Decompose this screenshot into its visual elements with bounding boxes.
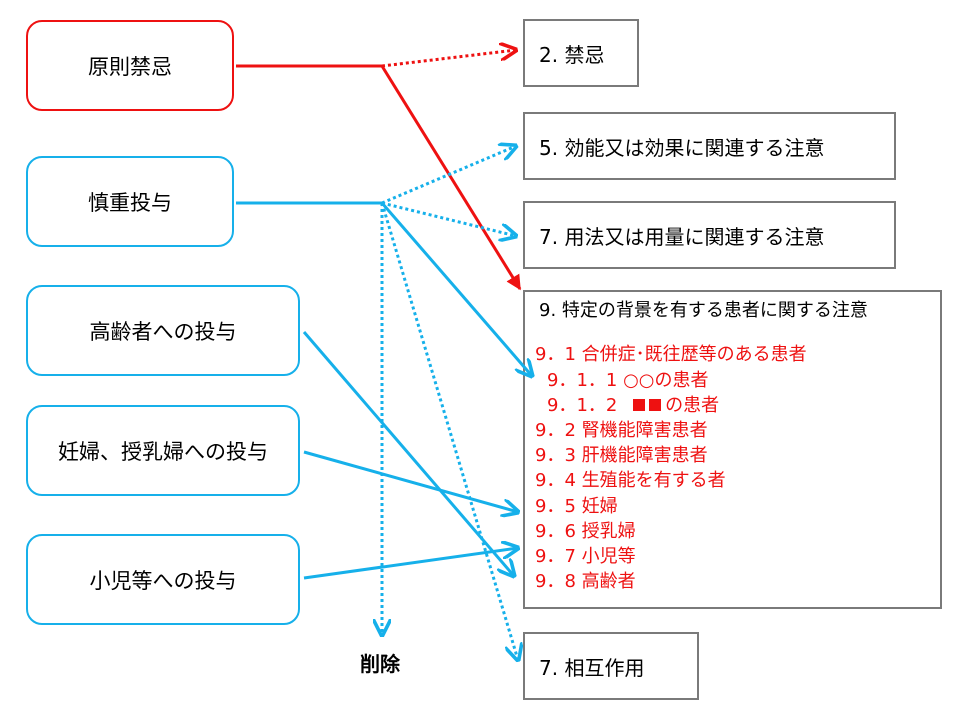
principle-contraindication-box: 原則禁忌 xyxy=(26,20,234,111)
item-9-1-2-label: の患者 xyxy=(665,395,720,416)
pregnant-lactating-box: 妊婦、授乳婦への投与 xyxy=(26,405,300,496)
item-9-1-1: 9．1．1 ○○の患者 xyxy=(547,370,709,391)
blue-arrow-pregnant-to-9-5 xyxy=(303,450,518,512)
contraindication-label: 2. 禁忌 xyxy=(539,42,605,67)
blue-dotted-arrow-to-interactions xyxy=(380,202,518,660)
careful-administration-box: 慎重投与 xyxy=(26,156,234,247)
elderly-administration-label: 高齢者への投与 xyxy=(89,319,237,344)
interactions-label: 7. 相互作用 xyxy=(539,655,645,680)
children-administration-box: 小児等への投与 xyxy=(26,534,300,625)
red-dotted-arrow-to-contraindication xyxy=(381,50,516,68)
dosage-precautions-label: 7. 用法又は用量に関連する注意 xyxy=(539,224,825,249)
special-background-box: 9. 特定の背景を有する患者に関する注意 9．1 合併症･既往歴等のある患者 9… xyxy=(523,290,942,609)
redacted-square xyxy=(633,399,646,411)
item-9-1: 9．1 合併症･既往歴等のある患者 xyxy=(535,344,807,365)
elderly-administration-box: 高齢者への投与 xyxy=(26,285,300,376)
item-9-1-2-number: 9．1．2 xyxy=(547,395,618,416)
efficacy-precautions-box: 5. 効能又は効果に関連する注意 xyxy=(523,112,896,180)
red-arrow-to-special-background xyxy=(380,65,522,291)
dosage-precautions-box: 7. 用法又は用量に関連する注意 xyxy=(523,201,896,269)
delete-label: 削除 xyxy=(360,652,400,676)
blue-dotted-arrow-to-dosage xyxy=(381,201,516,236)
blue-arrow-elderly-to-9-8 xyxy=(302,331,514,576)
contraindication-box: 2. 禁忌 xyxy=(523,19,639,87)
blue-arrow-children-to-9-7 xyxy=(303,548,518,580)
blue-arrow-to-item-9-1 xyxy=(380,202,532,376)
pregnant-lactating-label: 妊婦、授乳婦への投与 xyxy=(58,439,268,464)
special-background-title: 9. 特定の背景を有する患者に関する注意 xyxy=(539,300,868,321)
item-9-2: 9．2 腎機能障害患者 xyxy=(535,420,708,441)
item-9-8: 9．8 高齢者 xyxy=(535,571,636,592)
item-9-6: 9．6 授乳婦 xyxy=(535,521,636,542)
interactions-box: 7. 相互作用 xyxy=(523,632,699,700)
principle-contraindication-label: 原則禁忌 xyxy=(88,54,172,79)
item-9-7: 9．7 小児等 xyxy=(535,546,636,567)
item-9-4: 9．4 生殖能を有する者 xyxy=(535,470,726,491)
careful-administration-label: 慎重投与 xyxy=(88,190,172,215)
item-9-3: 9．3 肝機能障害患者 xyxy=(535,445,708,466)
item-9-5: 9．5 妊婦 xyxy=(535,496,618,517)
efficacy-precautions-label: 5. 効能又は効果に関連する注意 xyxy=(539,135,825,160)
item-9-1-2: 9．1．2 の患者 xyxy=(547,391,719,417)
blue-dotted-arrow-to-efficacy xyxy=(381,146,516,205)
children-administration-label: 小児等への投与 xyxy=(89,568,237,593)
redacted-square xyxy=(649,399,662,411)
